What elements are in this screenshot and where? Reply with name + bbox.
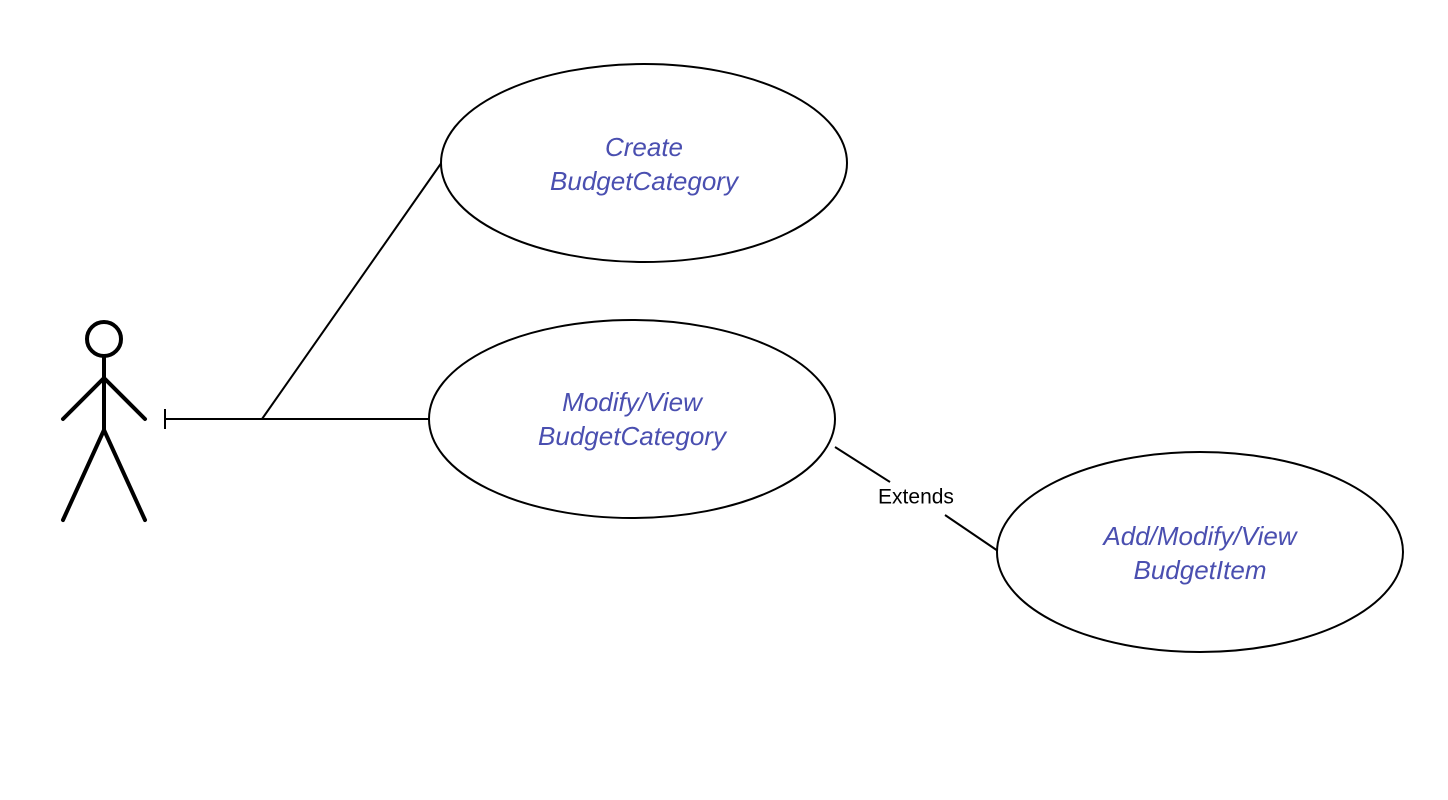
usecase-ellipse [996,451,1404,653]
actor-left-arm [61,376,106,421]
usecase-label-line1: Create [605,132,683,162]
usecase-label-line1: Add/Modify/View [1101,521,1298,551]
usecase-ellipse [440,63,848,263]
usecase-modify-view-budget-category[interactable]: Modify/View BudgetCategory [428,319,836,519]
association-to-create-category [261,161,443,420]
extends-line-upper [834,446,891,483]
usecase-label-line2: BudgetCategory [538,421,728,451]
usecase-add-modify-view-budget-item[interactable]: Add/Modify/View BudgetItem [996,451,1404,653]
actor-right-leg [102,428,147,522]
actor-left-leg [61,428,106,522]
actor-right-arm [102,376,147,421]
extends-label: Extends [878,486,954,509]
usecase-ellipse [428,319,836,519]
associations [164,161,999,552]
actor [61,320,147,522]
usecase-create-budget-category[interactable]: Create BudgetCategory [440,63,848,263]
actor-head-icon [85,320,123,358]
extends-line-lower [944,514,999,552]
usecase-label-line2: BudgetItem [1134,555,1267,585]
usecase-label-line2: BudgetCategory [550,166,740,196]
usecase-label-line1: Modify/View [562,387,704,417]
